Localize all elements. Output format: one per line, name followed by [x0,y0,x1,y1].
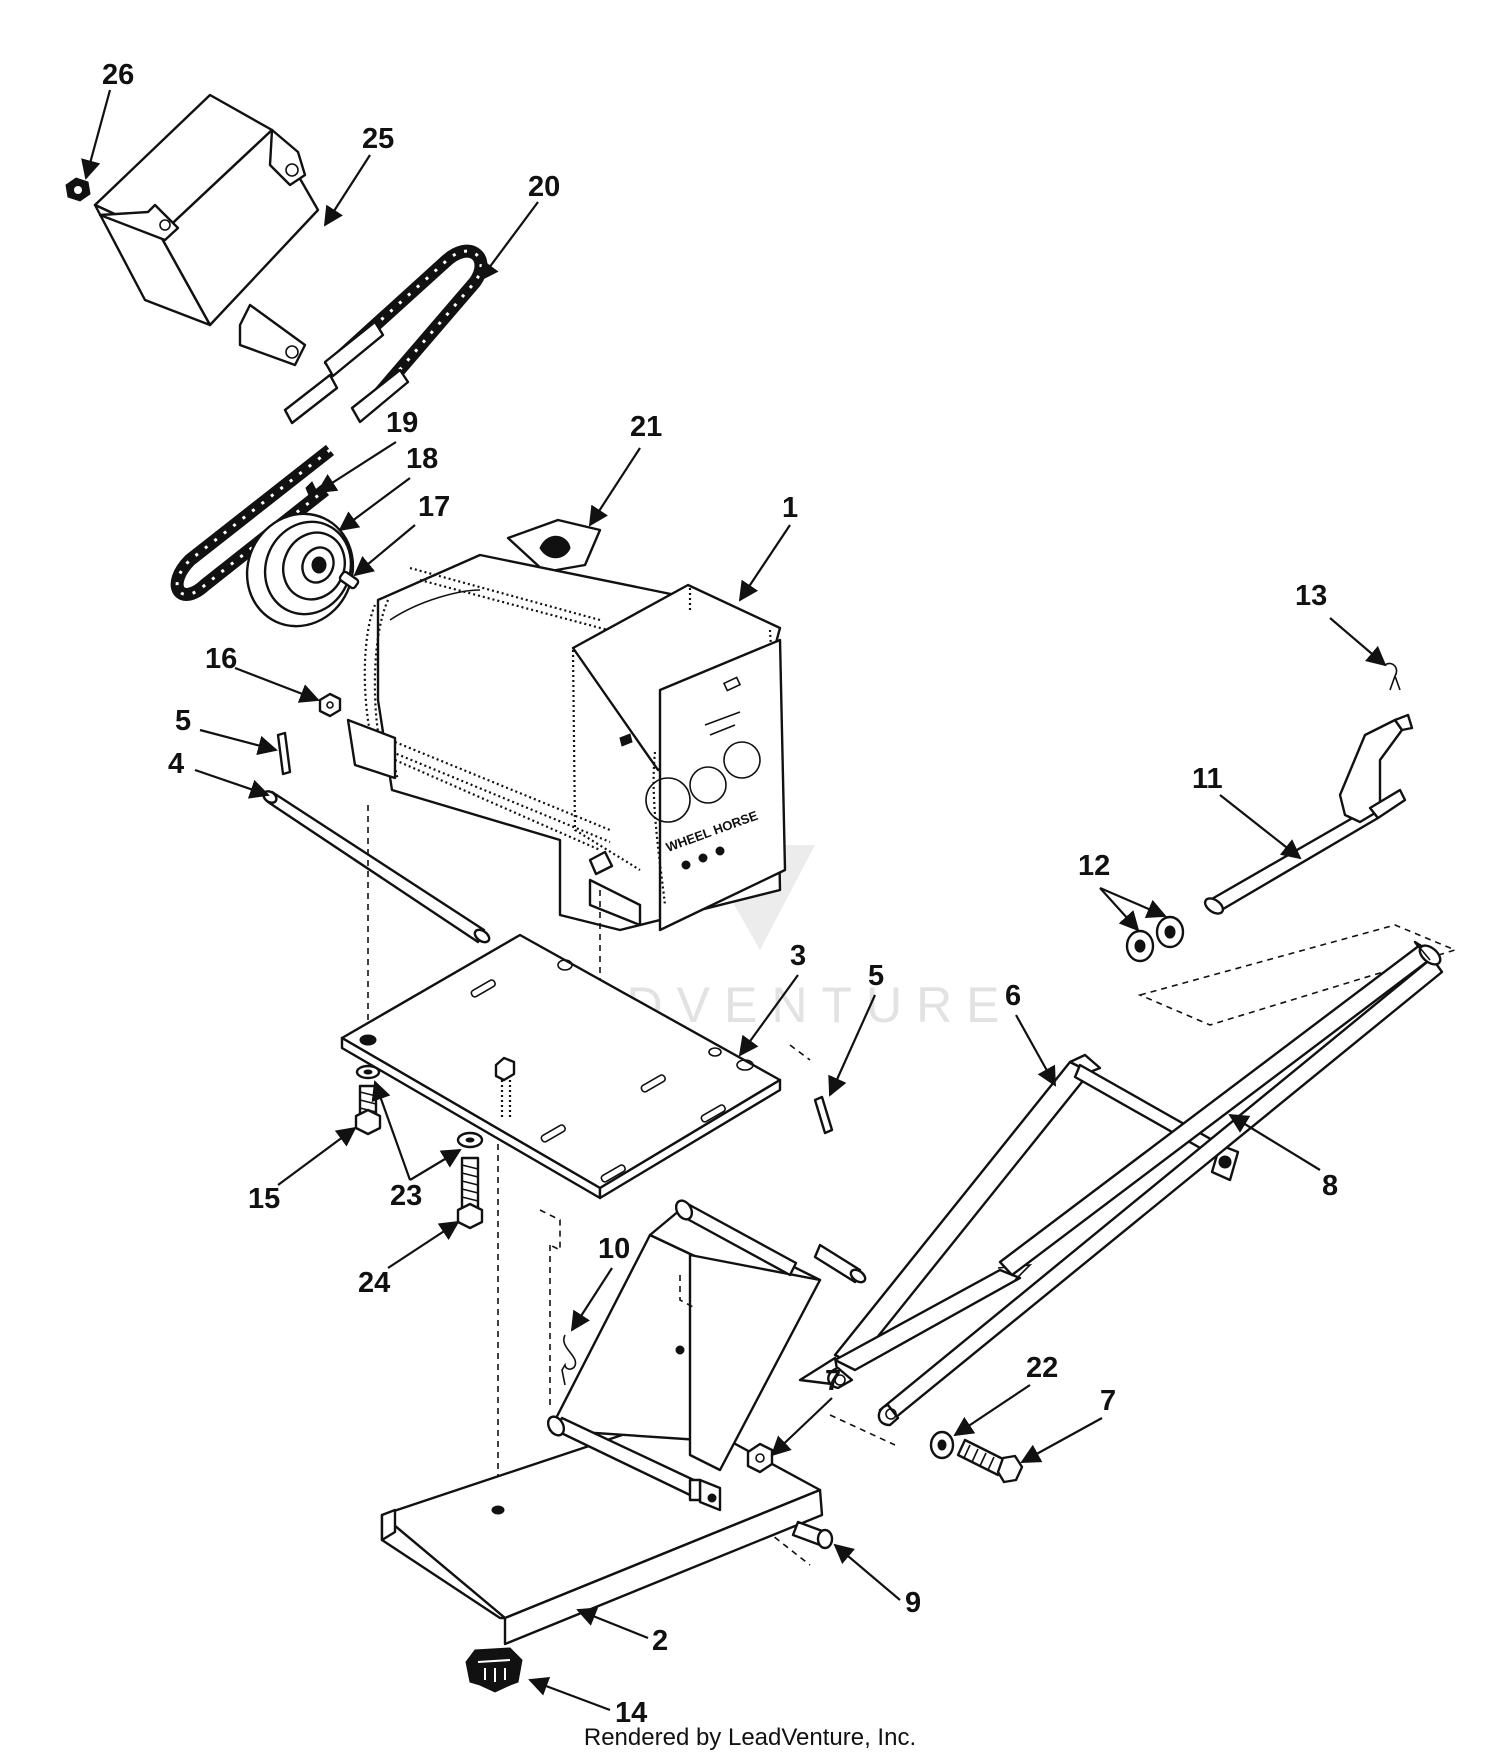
hitch-bracket [539,1199,822,1512]
key-18 [338,570,360,590]
washer-24-right [456,1131,484,1149]
callout-8: 7 [825,1365,841,1397]
callout-6: 6 [1005,980,1021,1012]
callout-12: 11 [1192,763,1223,795]
callout-11: 10 [598,1233,630,1265]
leaders [81,89,1387,1712]
leader-20 [316,441,397,494]
leader-6 [1015,1014,1056,1087]
callout-26: 25 [362,123,394,155]
nut-8 [746,1442,774,1474]
callout-7-text: 7 [1100,1385,1116,1417]
callout-1: 1 [782,492,798,524]
leader-3 [738,974,799,1057]
callout-labels: 26 25 20 19 18 17 21 1 13 16 5 4 11 12 3… [102,59,1338,1729]
leader-27 [81,89,112,180]
alignment-lines [367,805,1458,1566]
leader-13a [1099,887,1140,932]
callout-4: 4 [168,748,184,780]
washer-23 [929,1430,955,1460]
leader-16 [277,1126,357,1186]
leader-11 [570,1267,613,1332]
callout-15: 14 [615,1697,647,1729]
callout-5a: 5 [175,705,191,737]
nut-27 [65,177,91,202]
hairpin-14 [1384,662,1401,691]
leader-12 [1219,794,1302,860]
callout-14: 13 [1295,580,1327,612]
leader-9 [1228,1113,1321,1171]
pulley [245,512,355,628]
leader-18 [353,524,416,577]
nut-17 [318,692,342,718]
callout-20: 19 [386,407,418,439]
callout-22: 21 [630,411,662,443]
set-screw-20 [305,481,317,502]
leader-8 [770,1397,833,1457]
cotter-pin-5-upper [276,731,292,776]
leader-4 [194,768,270,799]
washers-13 [1125,915,1185,963]
credit-line: Rendered by LeadVenture, Inc. [583,1724,917,1751]
knob-15 [465,1647,523,1693]
v-belt [170,244,488,601]
lift-frame [798,1053,1240,1390]
hairpin-11 [561,1334,577,1386]
leader-1 [738,524,791,602]
leader-25 [387,1220,460,1269]
leader-5b [828,994,877,1097]
callout-24: 23 [390,1180,422,1212]
callout-3: 3 [790,940,806,972]
callout-16: 15 [248,1183,280,1215]
center-bolt [494,1056,516,1118]
callout-27: 26 [102,59,134,91]
decal-22 [506,518,602,574]
leader-17 [234,666,320,703]
leader-14 [1329,617,1387,667]
callout-13: 12 [1078,850,1110,882]
callout-5b: 5 [868,960,884,992]
bolt-25 [456,1156,484,1230]
leader-21 [478,201,539,282]
bolt-16 [354,1084,382,1136]
leader-24b [409,1148,462,1181]
bolt-7 [956,1438,1024,1484]
leader-24a [371,1080,412,1181]
shaft-4 [262,790,491,944]
leader-15 [528,1676,611,1712]
leader-19 [338,477,411,532]
callout-25: 24 [358,1267,390,1299]
mounting-plate [340,933,782,1200]
clevis-pin-10 [791,1520,834,1550]
leader-13b [1099,886,1167,919]
cotter-pin-5-lower [813,1095,834,1135]
leader-5a [199,728,278,756]
leader-26 [323,154,371,227]
lift-bar [877,940,1444,1427]
generator: WHEEL HORSE [346,553,787,932]
leader-7 [1020,1417,1103,1463]
leader-10 [833,1543,901,1601]
leader-23 [953,1384,1031,1437]
callout-18: 17 [418,491,450,523]
belt-guard [93,93,320,367]
callout-2: 2 [652,1625,668,1657]
leader-2 [576,1607,649,1640]
callout-23: 22 [1026,1352,1058,1384]
callout-21: 20 [528,171,560,203]
callout-19: 18 [406,443,438,475]
rock-shaft-12 [1203,713,1414,915]
callout-10: 9 [905,1587,921,1619]
callout-9: 8 [1322,1170,1338,1202]
callout-17: 16 [205,643,237,675]
leader-22 [588,447,641,527]
washer-24-left [355,1064,381,1080]
